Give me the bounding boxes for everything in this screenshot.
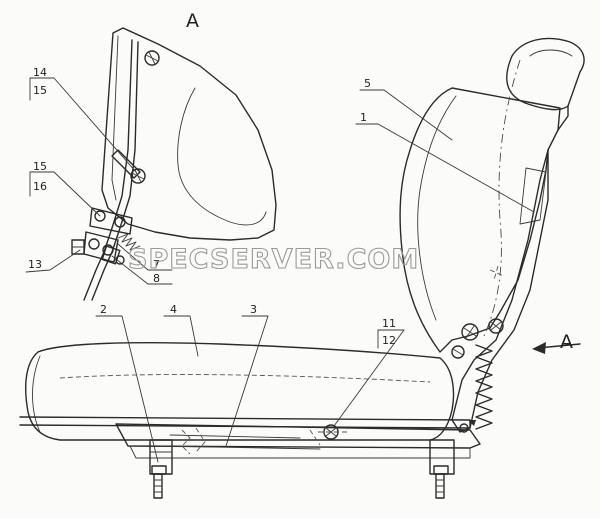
- callout-16: 16: [33, 180, 47, 193]
- watermark: SPECSERVER.COM: [128, 244, 419, 275]
- callout-4: 4: [170, 303, 177, 316]
- callout-3: 3: [250, 303, 257, 316]
- callout-1: 1: [360, 111, 367, 124]
- detail-view-a: [71, 27, 277, 301]
- callout-12: 14: [33, 66, 47, 79]
- view-arrow: [532, 342, 581, 354]
- callout-5: 5: [364, 77, 371, 90]
- callout-7: 7: [153, 258, 160, 271]
- leader-lines: [25, 77, 535, 463]
- callout-15-main: 12: [382, 334, 396, 347]
- callout-8: 8: [153, 272, 160, 285]
- callout-2: 2: [100, 303, 107, 316]
- callout-15-detail: 15: [33, 84, 47, 97]
- seat-side-view: [19, 37, 585, 499]
- callout-11: 13: [28, 258, 42, 271]
- callout-14: 11: [382, 317, 396, 330]
- view-a-label: A: [186, 10, 199, 32]
- callout-13: 15: [33, 160, 47, 173]
- view-arrow-label: A: [560, 331, 573, 353]
